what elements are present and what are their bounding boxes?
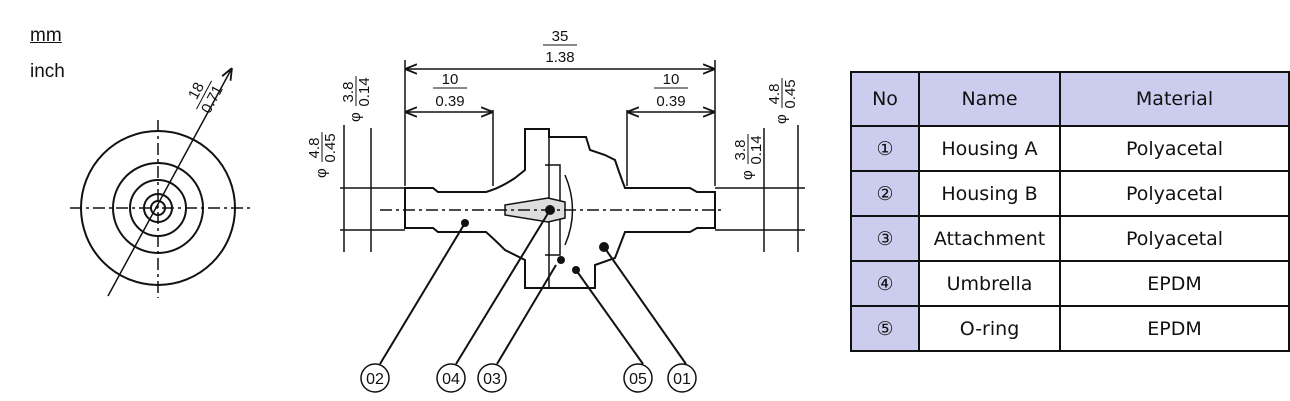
overall-length-inch: 1.38	[545, 49, 574, 66]
cell-material: EPDM	[1059, 305, 1290, 352]
callout-04: 04	[436, 363, 466, 393]
left-length-mm: 10	[442, 71, 459, 88]
left-inner-dia-symbol: φ	[347, 112, 364, 122]
svg-text:01: 01	[673, 371, 691, 388]
cell-material: Polyacetal	[1059, 125, 1290, 172]
right-inner-dia-symbol: φ	[739, 170, 756, 180]
cell-name: Housing A	[918, 125, 1061, 172]
cell-name: O-ring	[918, 305, 1061, 352]
right-inner-dia-mm: 3.8	[732, 140, 749, 161]
header-no: No	[850, 71, 920, 127]
cell-no: ⑤	[850, 305, 920, 352]
left-outer-dia-mm: 4.8	[306, 138, 323, 159]
cell-no: ④	[850, 260, 920, 307]
side-view	[340, 60, 805, 365]
left-outer-dia-inch: 0.45	[322, 133, 339, 162]
left-inner-dia-inch: 0.14	[356, 77, 373, 106]
svg-text:03: 03	[483, 371, 501, 388]
cell-no: ①	[850, 125, 920, 172]
cell-material: EPDM	[1059, 260, 1290, 307]
right-outer-dia-inch: 0.45	[782, 79, 799, 108]
callout-02: 02	[360, 363, 390, 393]
svg-text:02: 02	[366, 371, 384, 388]
callout-03: 03	[477, 363, 507, 393]
callout-05: 05	[623, 363, 653, 393]
unit-inch-label: inch	[30, 61, 65, 82]
table-header-row: No Name Material	[850, 71, 1290, 127]
cell-material: Polyacetal	[1059, 215, 1290, 262]
right-outer-dia-mm: 4.8	[766, 84, 783, 105]
right-inner-dia-inch: 0.14	[748, 135, 765, 164]
header-material: Material	[1059, 71, 1290, 127]
svg-text:04: 04	[442, 371, 460, 388]
cell-no: ②	[850, 170, 920, 217]
callout-01: 01	[667, 363, 697, 393]
svg-text:05: 05	[629, 371, 647, 388]
right-length-mm: 10	[663, 71, 680, 88]
header-name: Name	[918, 71, 1061, 127]
right-outer-dia-symbol: φ	[773, 114, 790, 124]
cell-material: Polyacetal	[1059, 170, 1290, 217]
front-diameter-mm: 18	[185, 80, 208, 103]
cell-name: Housing B	[918, 170, 1061, 217]
overall-length-mm: 35	[552, 28, 569, 45]
left-inner-dia-mm: 3.8	[340, 82, 357, 103]
unit-mm-label: mm	[30, 25, 62, 46]
cell-no: ③	[850, 215, 920, 262]
left-length-inch: 0.39	[435, 93, 464, 110]
front-view	[70, 68, 250, 298]
cell-name: Umbrella	[918, 260, 1061, 307]
right-length-inch: 0.39	[656, 93, 685, 110]
cell-name: Attachment	[918, 215, 1061, 262]
left-outer-dia-symbol: φ	[313, 168, 330, 178]
